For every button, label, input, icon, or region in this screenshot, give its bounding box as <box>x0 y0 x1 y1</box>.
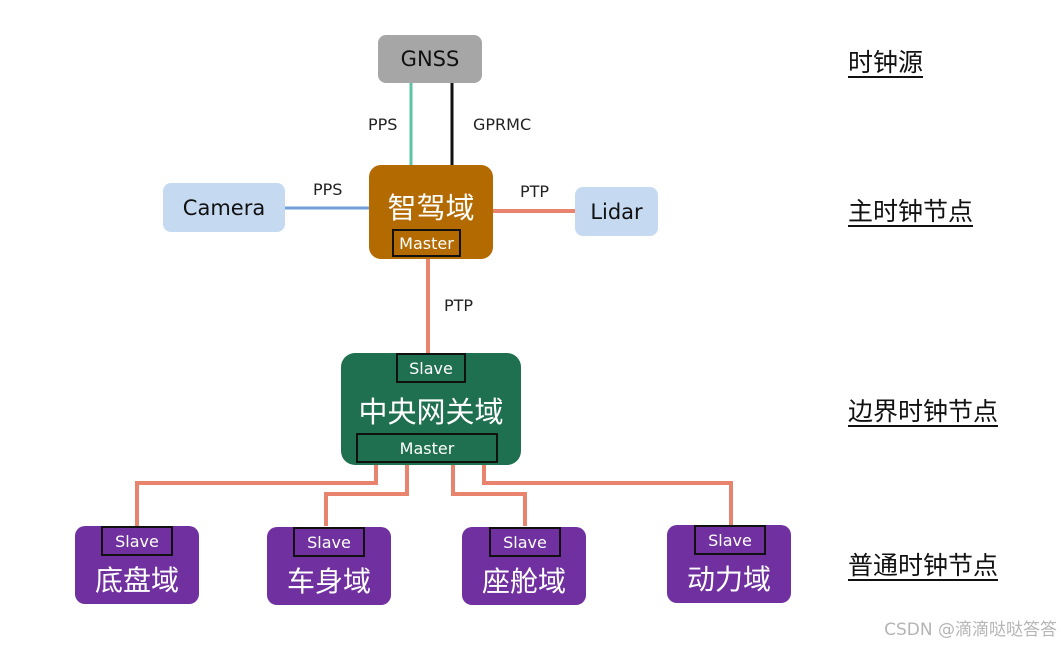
layer-label-clock-source: 时钟源 <box>848 48 924 77</box>
lidar-node: Lidar <box>575 187 658 236</box>
body-ptp-line <box>324 465 409 526</box>
body-title: 车身域 <box>286 565 371 598</box>
central-gateway-node: Slave 中央网关域 Master <box>341 353 521 465</box>
lidar-ptp-label: PTP <box>520 182 550 201</box>
layer-label-master-clock: 主时钟节点 <box>848 197 974 226</box>
body-slave-tag: Slave <box>293 527 365 557</box>
layer-label-ordinary-clock: 普通时钟节点 <box>848 551 999 580</box>
camera-pps-label: PPS <box>313 180 343 199</box>
cabin-domain-node: Slave 座舱域 <box>462 527 586 605</box>
camera-node: Camera <box>163 183 285 232</box>
gnss-node: GNSS <box>378 35 482 83</box>
zhijia-domain-title: 智驾域 <box>387 191 475 225</box>
cabin-ptp-line <box>451 465 527 526</box>
gateway-slave-tag: Slave <box>396 353 466 383</box>
gnss-gprmc-label: GPRMC <box>473 115 532 134</box>
power-slave-tag: Slave <box>694 525 766 555</box>
chassis-domain-node: Slave 底盘域 <box>75 526 199 604</box>
power-title: 动力域 <box>686 563 771 596</box>
power-domain-node: Slave 动力域 <box>667 525 791 603</box>
camera-label: Camera <box>182 195 266 220</box>
csdn-watermark: CSDN @滴滴哒哒答答 <box>884 620 1057 640</box>
power-ptp-line <box>482 465 733 526</box>
cabin-slave-tag: Slave <box>489 527 561 557</box>
chassis-ptp-line <box>135 465 378 526</box>
gateway-master-tag: Master <box>356 433 498 463</box>
zhijia-domain-node: 智驾域 Master <box>369 165 493 259</box>
lidar-label: Lidar <box>590 199 643 224</box>
gnss-pps-label: PPS <box>368 115 398 134</box>
zhijia-master-tag: Master <box>392 229 461 257</box>
chassis-slave-tag: Slave <box>101 526 173 556</box>
body-domain-node: Slave 车身域 <box>267 527 391 605</box>
gnss-label: GNSS <box>400 47 460 71</box>
layer-label-boundary-clock: 边界时钟节点 <box>848 397 999 426</box>
chassis-title: 底盘域 <box>94 564 179 597</box>
gateway-ptp-label: PTP <box>444 296 474 315</box>
cabin-title: 座舱域 <box>481 565 566 598</box>
gateway-title: 中央网关域 <box>358 395 504 429</box>
